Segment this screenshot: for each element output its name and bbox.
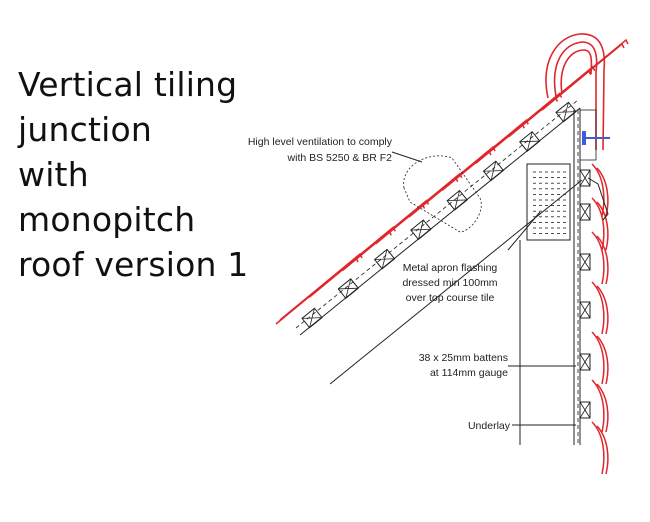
vertical-tiles: [591, 163, 609, 475]
underlay-label: Underlay: [468, 420, 511, 432]
slope-batten: [446, 189, 468, 211]
slope-batten: [301, 307, 323, 329]
slope-tiles: [275, 38, 629, 325]
apron-flashing-block: [526, 163, 609, 241]
apron-label-1: Metal apron flashing: [403, 262, 498, 274]
vertical-tile: [596, 285, 609, 335]
vertical-tile: [596, 335, 609, 385]
slope-battens: [301, 101, 577, 329]
vertical-batten: [579, 401, 591, 419]
vertical-tile: [591, 421, 605, 475]
vertical-tile: [596, 383, 609, 433]
title-line-3: with: [18, 155, 89, 194]
title-line-4: monopitch: [18, 200, 196, 239]
vertical-tile: [596, 201, 609, 251]
vertical-tile: [596, 425, 609, 475]
vertical-tile: [591, 331, 605, 385]
vertical-battens: [579, 169, 591, 419]
slope-batten: [555, 101, 577, 123]
title-line-1: Vertical tiling: [18, 65, 238, 104]
vertical-tile: [591, 231, 605, 285]
battens-label-2: at 114mm gauge: [430, 367, 508, 379]
vertical-batten: [579, 301, 591, 319]
ventilation-label-2: with BS 5250 & BR F2: [287, 152, 393, 164]
vertical-batten: [579, 169, 591, 187]
slope-tile: [545, 38, 629, 107]
slope-batten: [410, 219, 432, 241]
slope-batten: [373, 248, 396, 270]
vertical-batten: [579, 253, 591, 271]
vertical-tile: [596, 235, 609, 285]
vertical-tile: [591, 281, 605, 335]
slope-batten: [519, 131, 541, 152]
slope-batten: [482, 160, 505, 182]
ventilation-unit: [403, 109, 610, 233]
title-line-5: roof version 1: [18, 245, 249, 284]
wall-lines: [519, 108, 581, 445]
battens-label-1: 38 x 25mm battens: [419, 352, 508, 364]
ridge-tiles: [545, 33, 606, 151]
vertical-tile: [591, 379, 605, 433]
leader-lines: [391, 151, 576, 426]
vertical-batten: [579, 353, 591, 371]
vertical-batten: [579, 203, 591, 221]
apron-label-2: dressed min 100mm: [402, 277, 497, 289]
apron-label-3: over top course tile: [406, 292, 495, 304]
ventilation-label-1: High level ventilation to comply: [248, 136, 393, 148]
diagram-title: Vertical tiling junction with monopitch …: [18, 62, 268, 287]
title-line-2: junction: [18, 110, 152, 149]
slope-batten: [337, 278, 359, 299]
